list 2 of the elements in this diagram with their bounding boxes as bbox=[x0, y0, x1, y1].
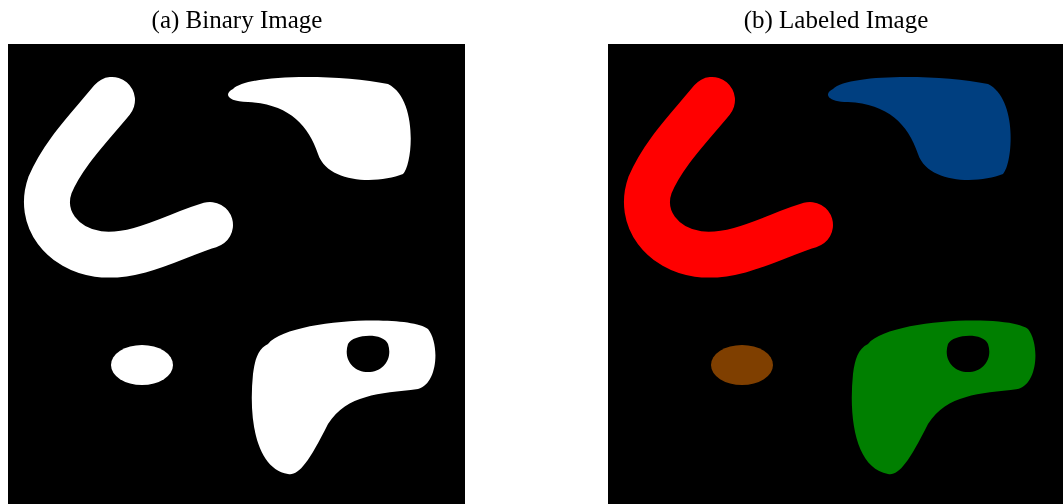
panel-title: (a) Binary Image bbox=[151, 6, 323, 34]
panel-title: (b) Labeled Image bbox=[743, 6, 929, 34]
